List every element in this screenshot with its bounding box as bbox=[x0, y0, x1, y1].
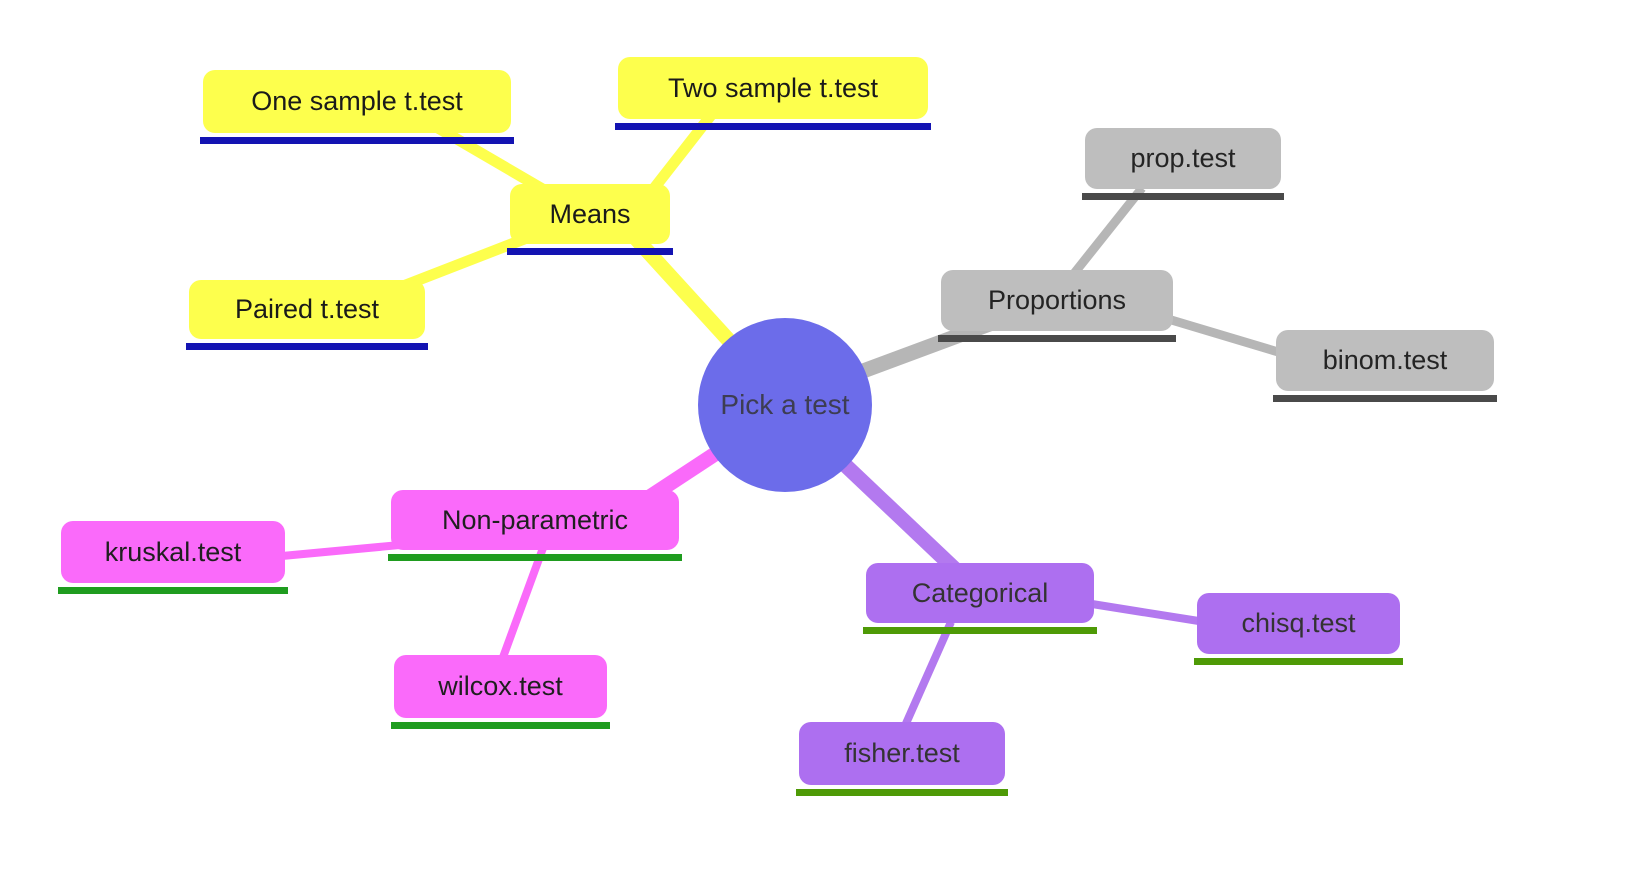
node-label: prop.test bbox=[1130, 143, 1236, 173]
node-label: Two sample t.test bbox=[667, 72, 879, 103]
node-label: kruskal.test bbox=[104, 536, 242, 567]
edge-non-parametric-wilcox bbox=[498, 546, 547, 662]
node-label: Categorical bbox=[911, 577, 1049, 608]
edge-means-paired bbox=[396, 230, 534, 294]
edge-proportions-prop-test bbox=[1068, 185, 1146, 279]
edge-non-parametric-kruskal bbox=[281, 541, 401, 560]
node-wilcox-test[interactable]: wilcox.test bbox=[394, 655, 607, 718]
node-chisq-test[interactable]: chisq.test bbox=[1197, 593, 1400, 654]
center-node-label: Pick a test bbox=[720, 389, 850, 420]
node-proportions-underline bbox=[938, 335, 1176, 342]
node-one-sample-ttest[interactable]: One sample t.test bbox=[203, 70, 511, 133]
node-prop-test-underline bbox=[1082, 193, 1284, 200]
node-label: Proportions bbox=[987, 285, 1127, 315]
node-kruskal-test[interactable]: kruskal.test bbox=[61, 521, 285, 583]
edge-categorical-fisher bbox=[900, 620, 955, 730]
node-categorical-underline bbox=[863, 627, 1097, 634]
node-one-sample-underline bbox=[200, 137, 514, 144]
node-label: Means bbox=[549, 198, 631, 229]
node-label: binom.test bbox=[1322, 345, 1448, 375]
node-binom-test-underline bbox=[1273, 395, 1497, 402]
node-label: One sample t.test bbox=[251, 86, 463, 116]
node-fisher-test[interactable]: fisher.test bbox=[799, 722, 1005, 785]
node-label: fisher.test bbox=[844, 738, 960, 768]
node-two-sample-underline bbox=[615, 123, 931, 130]
center-node-pick-a-test[interactable]: Pick a test bbox=[698, 318, 872, 492]
node-means-underline bbox=[507, 248, 673, 255]
node-proportions[interactable]: Proportions bbox=[941, 270, 1173, 331]
node-prop-test[interactable]: prop.test bbox=[1085, 128, 1281, 189]
edge-proportions-binom-test bbox=[1166, 314, 1297, 362]
node-chisq-underline bbox=[1194, 658, 1403, 665]
edge-categorical-chisq bbox=[1091, 600, 1206, 626]
node-fisher-underline bbox=[796, 789, 1008, 796]
node-label: Paired t.test bbox=[234, 294, 380, 324]
node-non-parametric-underline bbox=[388, 554, 682, 561]
node-two-sample-ttest[interactable]: Two sample t.test bbox=[618, 57, 928, 119]
node-wilcox-underline bbox=[391, 722, 610, 729]
node-non-parametric[interactable]: Non-parametric bbox=[391, 490, 679, 550]
node-binom-test[interactable]: binom.test bbox=[1276, 330, 1494, 391]
node-paired-underline bbox=[186, 343, 428, 350]
node-kruskal-underline bbox=[58, 587, 288, 594]
node-categorical[interactable]: Categorical bbox=[866, 563, 1094, 623]
node-label: Non-parametric bbox=[441, 504, 629, 535]
node-label: chisq.test bbox=[1241, 608, 1356, 638]
node-label: wilcox.test bbox=[438, 671, 563, 701]
node-paired-ttest[interactable]: Paired t.test bbox=[189, 280, 425, 339]
node-means[interactable]: Means bbox=[510, 184, 670, 244]
